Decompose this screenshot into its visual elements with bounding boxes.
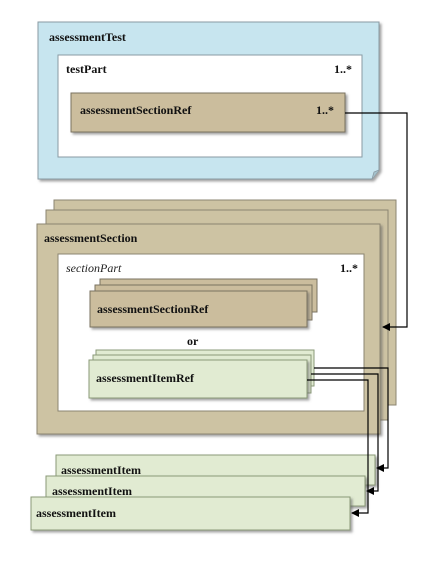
test-section-ref-title: assessmentSectionRef	[80, 103, 192, 117]
assessment-test-title: assessmentTest	[49, 30, 126, 44]
item-ref-arrow-1	[314, 367, 389, 472]
section-ref-title: assessmentSectionRef	[97, 302, 209, 316]
item-ref-arrow-2	[311, 373, 379, 495]
assessment-item-label-2: assessmentItem	[52, 484, 132, 498]
section-part-title: sectionPart	[66, 261, 122, 275]
test-section-ref-multiplicity: 1..*	[316, 103, 334, 117]
assessment-section-title: assessmentSection	[44, 231, 138, 245]
or-label: or	[187, 334, 199, 348]
item-ref-arrow-3	[307, 379, 369, 517]
item-ref-title: assessmentItemRef	[96, 371, 194, 385]
section-part-multiplicity: 1..*	[340, 261, 358, 275]
test-part-title: testPart	[66, 62, 107, 76]
test-part-multiplicity: 1..*	[334, 62, 352, 76]
item-ref-box	[88, 359, 308, 399]
section-ref-box	[89, 290, 308, 328]
assessment-item-box-3	[30, 496, 351, 531]
section-ref-arrow	[345, 112, 408, 331]
assessment-item-label-1: assessmentItem	[61, 463, 141, 477]
assessment-item-label-3: assessmentItem	[36, 506, 116, 520]
